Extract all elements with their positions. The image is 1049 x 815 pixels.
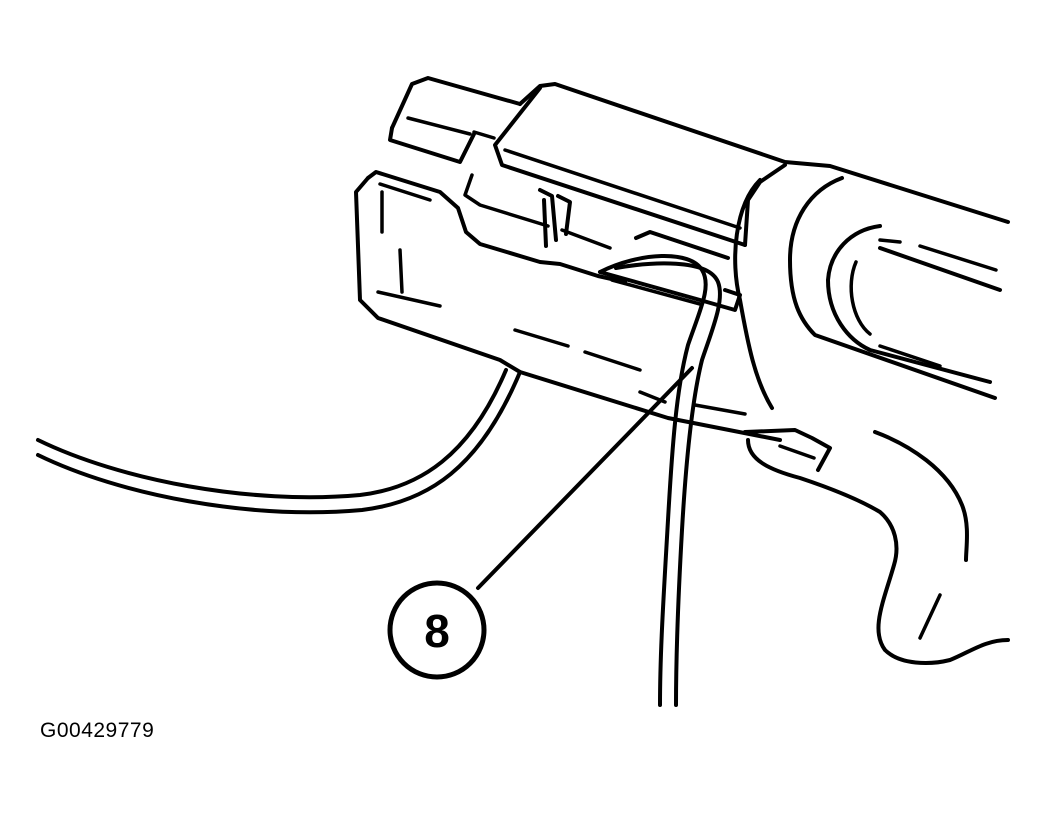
figure-id-label: G00429779 bbox=[40, 719, 155, 742]
hook-tab bbox=[743, 428, 1010, 665]
callout-8: 8 bbox=[387, 366, 694, 680]
vertical-cable bbox=[598, 253, 722, 707]
retaining-clip bbox=[538, 188, 572, 248]
upper-tab bbox=[388, 76, 522, 164]
cable-slot bbox=[598, 270, 742, 312]
callout-circle bbox=[387, 580, 487, 680]
bracket-arm bbox=[733, 176, 1002, 410]
front-block bbox=[354, 170, 782, 442]
callout-number: 8 bbox=[424, 605, 450, 657]
bracket-body bbox=[463, 82, 1010, 260]
callout-leader-line bbox=[476, 366, 694, 590]
lower-cable bbox=[36, 368, 522, 515]
